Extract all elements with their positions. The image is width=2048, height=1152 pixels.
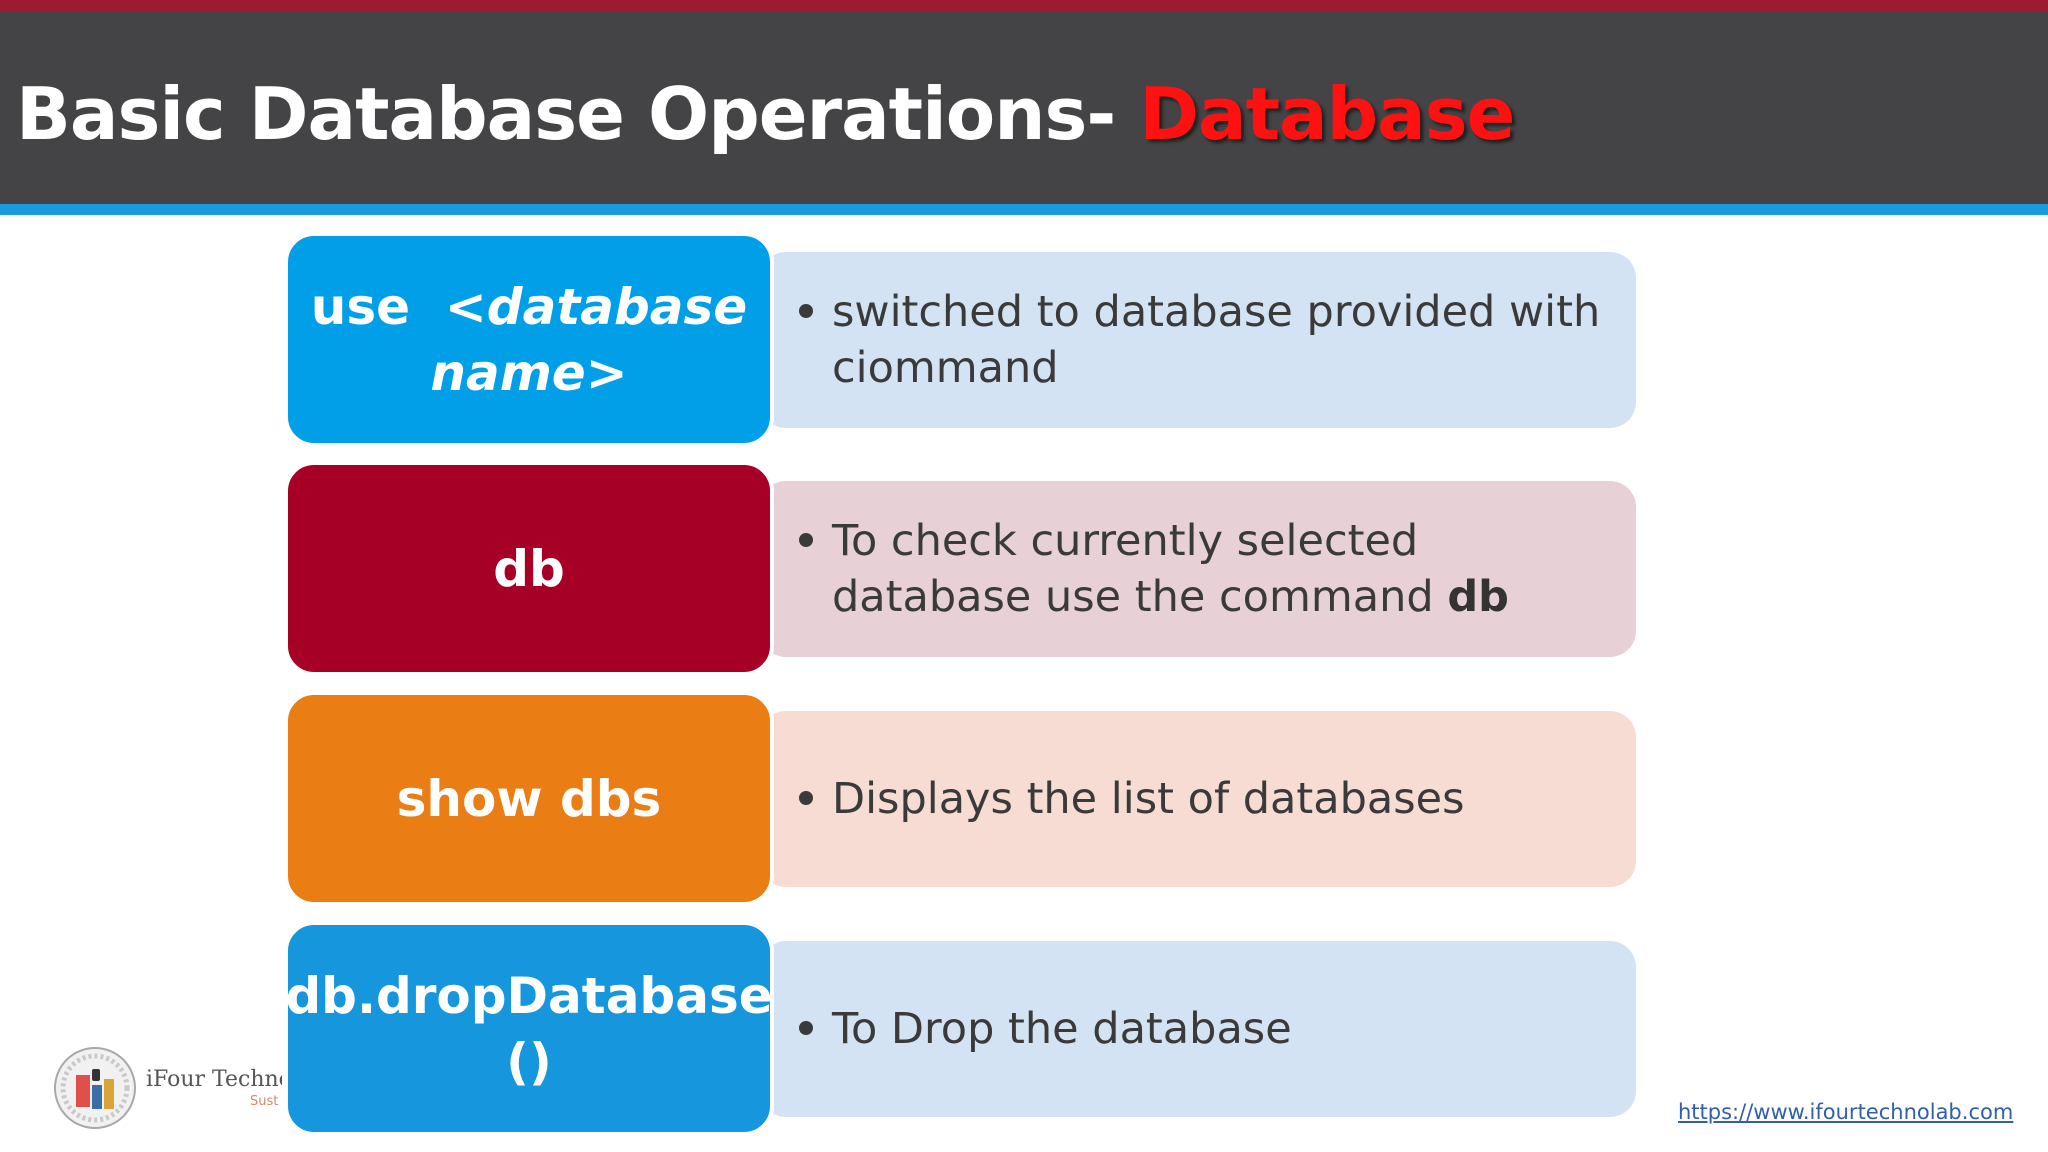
operation-description: switched to database provided with ciomm… bbox=[799, 284, 1612, 396]
operation-command-line2: () bbox=[506, 1032, 552, 1091]
slide-title-accent: Database bbox=[1139, 72, 1515, 156]
operation-row-db: To check currently selected database use… bbox=[284, 461, 1652, 676]
operation-command-box: show dbs bbox=[284, 691, 774, 906]
operation-command-box: db.dropDatabase () bbox=[284, 921, 774, 1136]
operation-description: To check currently selected database use… bbox=[799, 513, 1612, 625]
website-link[interactable]: https://www.ifourtechnolab.com bbox=[1678, 1100, 2014, 1124]
top-accent-strip bbox=[0, 0, 2048, 12]
operation-row-use: switched to database provided with ciomm… bbox=[284, 232, 1652, 447]
company-tagline: Sust bbox=[250, 1094, 279, 1109]
operation-description: Displays the list of databases bbox=[799, 771, 1612, 827]
operation-description-box: To check currently selected database use… bbox=[760, 481, 1636, 657]
operation-command-box: use <database name> bbox=[284, 232, 774, 447]
operation-command: show dbs bbox=[396, 769, 662, 828]
operation-command: db.dropDatabase bbox=[285, 966, 773, 1025]
operation-description-box: To Drop the database bbox=[760, 941, 1636, 1117]
operation-command: use <database bbox=[310, 277, 748, 336]
operation-row-drop-database: To Drop the database db.dropDatabase () bbox=[284, 921, 1652, 1136]
operation-command: db bbox=[493, 539, 565, 598]
slide-title-main: Basic Database Operations- bbox=[16, 72, 1140, 156]
operation-command-line2: name> bbox=[430, 343, 628, 402]
operation-description: To Drop the database bbox=[799, 1001, 1612, 1057]
operation-row-show-dbs: Displays the list of databases show dbs bbox=[284, 691, 1652, 906]
slide-header bbox=[0, 12, 2048, 204]
ifour-logo-icon bbox=[54, 1047, 136, 1129]
operation-description-box: switched to database provided with ciomm… bbox=[760, 252, 1636, 428]
slide-title: Basic Database Operations- Database bbox=[16, 62, 1515, 166]
company-name: iFour Technola bbox=[146, 1067, 282, 1092]
header-divider bbox=[0, 204, 2048, 215]
operation-description-box: Displays the list of databases bbox=[760, 711, 1636, 887]
operation-command-box: db bbox=[284, 461, 774, 676]
